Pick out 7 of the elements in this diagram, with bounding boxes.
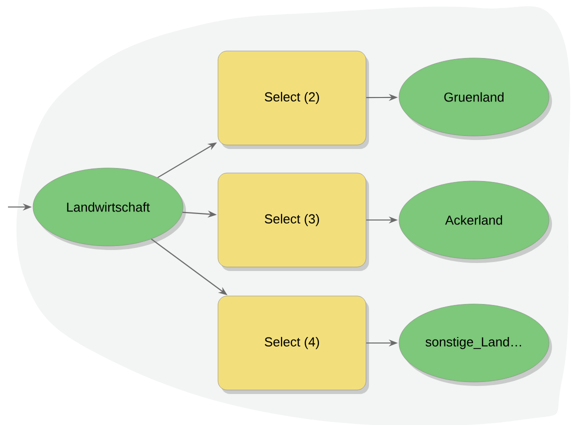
tool-box: Select (2) <box>218 50 369 149</box>
tool-box: Select (4) <box>218 296 369 394</box>
ellipse-node: Gruenland <box>398 58 552 140</box>
ellipse-node: Landwirtschaft <box>32 168 186 250</box>
ellipse-node: sonstige_Land… <box>398 304 552 386</box>
ellipse-node: Ackerland <box>398 180 552 263</box>
tool-box: Select (3) <box>218 172 369 271</box>
